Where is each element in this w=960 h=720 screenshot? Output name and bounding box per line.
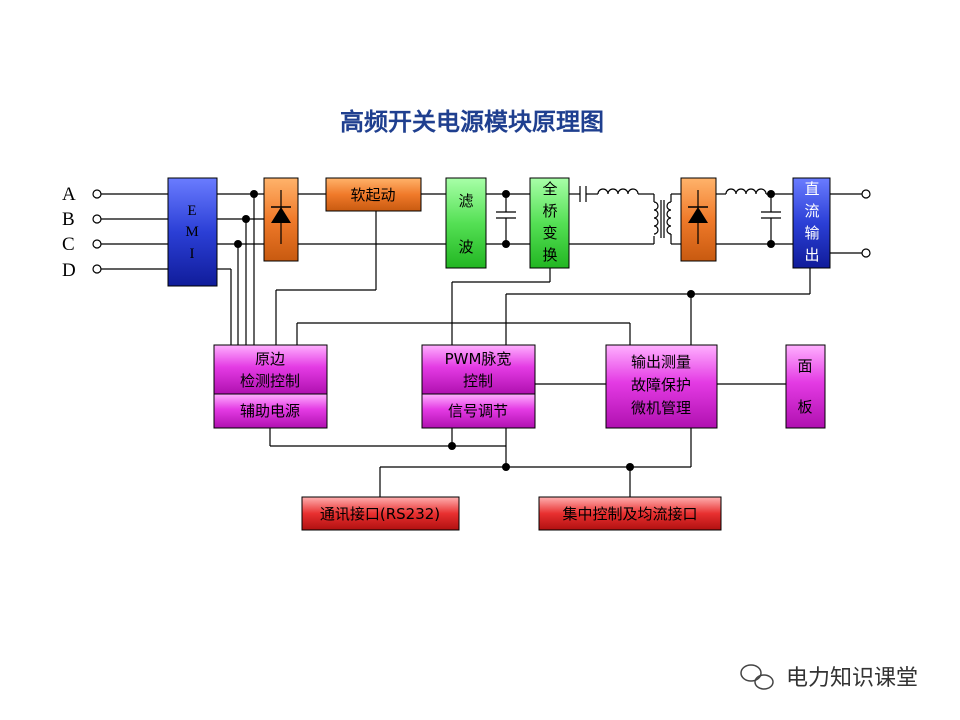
- aux-power-block: 辅助电源: [213, 393, 328, 429]
- dc-output-label-1: 直: [804, 180, 819, 198]
- phase-b-label: B: [62, 209, 75, 230]
- output-terminal-negative: [861, 248, 871, 258]
- output-mgmt-block: 输出测量 故障保护 微机管理: [605, 344, 718, 429]
- signal-adjust-block: 信号调节: [421, 393, 536, 429]
- junction-dots: [234, 190, 775, 471]
- diode-icon: [688, 207, 708, 223]
- full-bridge-label-3: 变: [542, 224, 557, 242]
- soft-start-label: 软起动: [350, 186, 395, 204]
- terminal-c: [92, 239, 102, 249]
- wechat-icon: [740, 664, 774, 690]
- diode-icon: [271, 207, 291, 223]
- panel-label-1: 面: [797, 357, 812, 375]
- watermark: 电力知识课堂: [740, 664, 918, 691]
- central-interface-label: 集中控制及均流接口: [562, 505, 697, 523]
- output-rectifier-block: [680, 177, 717, 262]
- diagram-title: 高频开关电源模块原理图: [340, 108, 604, 136]
- filter-label-1: 滤: [458, 192, 473, 210]
- signal-adjust-label: 信号调节: [448, 402, 508, 420]
- central-interface-block: 集中控制及均流接口: [538, 496, 722, 531]
- primary-label-2: 检测控制: [240, 372, 300, 390]
- panel-block: 面 板: [785, 344, 826, 429]
- dc-output-label-2: 流: [804, 202, 819, 220]
- full-bridge-block: 全 桥 变 换: [529, 177, 570, 269]
- primary-detection-block: 原边 检测控制: [213, 344, 328, 395]
- terminal-a: [92, 189, 102, 199]
- pwm-control-block: PWM脉宽 控制: [421, 344, 536, 395]
- dc-output-label-4: 出: [804, 246, 819, 264]
- emi-letter-i: I: [190, 246, 195, 262]
- terminal-d: [92, 264, 102, 274]
- dc-output-block: 直 流 输 出: [792, 177, 831, 269]
- terminal-b: [92, 214, 102, 224]
- pwm-label-2: 控制: [463, 372, 493, 390]
- pwm-label-1: PWM脉宽: [445, 350, 512, 368]
- aux-power-label: 辅助电源: [240, 402, 300, 420]
- primary-label-1: 原边: [255, 350, 285, 368]
- phase-a-label: A: [62, 184, 76, 205]
- emi-filter-block: E M I: [167, 177, 218, 287]
- phase-d-label: D: [62, 260, 76, 281]
- comm-interface-label: 通讯接口(RS232): [320, 505, 440, 523]
- soft-start-block: 软起动: [325, 177, 422, 212]
- emi-letter-m: M: [185, 224, 198, 240]
- output-mgmt-label-1: 输出测量: [631, 353, 691, 371]
- watermark-text: 电力知识课堂: [786, 666, 918, 691]
- filter-label-2: 波: [458, 238, 473, 256]
- full-bridge-label-1: 全: [542, 180, 557, 198]
- wiring: [101, 186, 862, 497]
- panel-label-2: 板: [797, 398, 812, 416]
- phase-c-label: C: [62, 234, 75, 255]
- emi-letter-e: E: [187, 203, 196, 219]
- output-mgmt-label-2: 故障保护: [631, 376, 691, 394]
- input-rectifier-block: [263, 177, 299, 262]
- dc-output-label-3: 输: [804, 224, 819, 242]
- output-mgmt-label-3: 微机管理: [631, 399, 691, 417]
- output-terminal-positive: [861, 189, 871, 199]
- phase-inputs: A B C D: [62, 184, 102, 281]
- full-bridge-label-4: 换: [542, 246, 557, 264]
- full-bridge-label-2: 桥: [542, 202, 557, 220]
- filter-block: 滤 波: [445, 177, 487, 269]
- comm-interface-block: 通讯接口(RS232): [301, 496, 460, 531]
